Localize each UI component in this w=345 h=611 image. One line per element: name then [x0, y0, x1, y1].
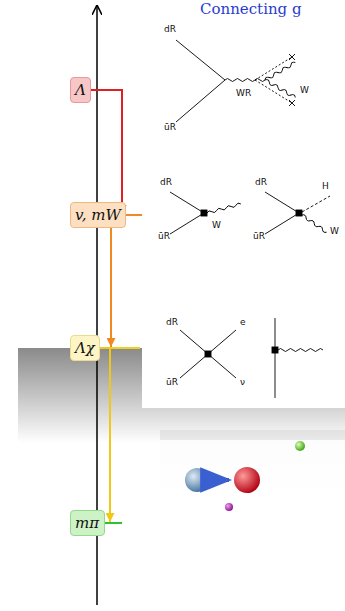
- nucleon-decay-picture: [185, 441, 305, 511]
- particle-label: ūR: [166, 377, 178, 388]
- scale-label-box: Λχ: [70, 335, 100, 361]
- particle-label: dR: [255, 177, 267, 188]
- heading-text: Connecting g: [200, 0, 302, 18]
- particle-label: ν: [240, 377, 245, 388]
- diagram-panel: [160, 440, 345, 510]
- particle-label: dR: [166, 317, 178, 328]
- particle-label: W: [330, 226, 339, 237]
- running-arrow: [100, 348, 110, 522]
- particle-label: WR: [236, 88, 251, 99]
- scale-label-box: mπ: [70, 510, 105, 536]
- particle-label: e: [240, 317, 246, 328]
- scale-label: Λχ: [75, 339, 95, 357]
- scale-label-box: Λ: [70, 77, 91, 103]
- feynman-diagram: [180, 318, 323, 398]
- running-arrow: [91, 90, 122, 214]
- scale-label: v, mW: [75, 206, 121, 224]
- particle-label: ūR: [164, 122, 176, 133]
- scale-label: Λ: [75, 81, 86, 99]
- scale-label: mπ: [75, 514, 100, 532]
- particle-label: H: [322, 181, 329, 192]
- particle-label: W: [212, 220, 221, 231]
- running-arrow: [110, 228, 112, 347]
- particle-label: ūR: [158, 231, 170, 242]
- scale-label-box: v, mW: [70, 202, 126, 228]
- particle-label: dR: [164, 24, 176, 35]
- feynman-diagram: [170, 192, 330, 234]
- diagram-panel: [142, 302, 345, 408]
- particle-label: W: [300, 85, 309, 96]
- particle-label: ūR: [253, 231, 265, 242]
- particle-label: dR: [160, 177, 172, 188]
- feynman-diagram: [176, 40, 296, 122]
